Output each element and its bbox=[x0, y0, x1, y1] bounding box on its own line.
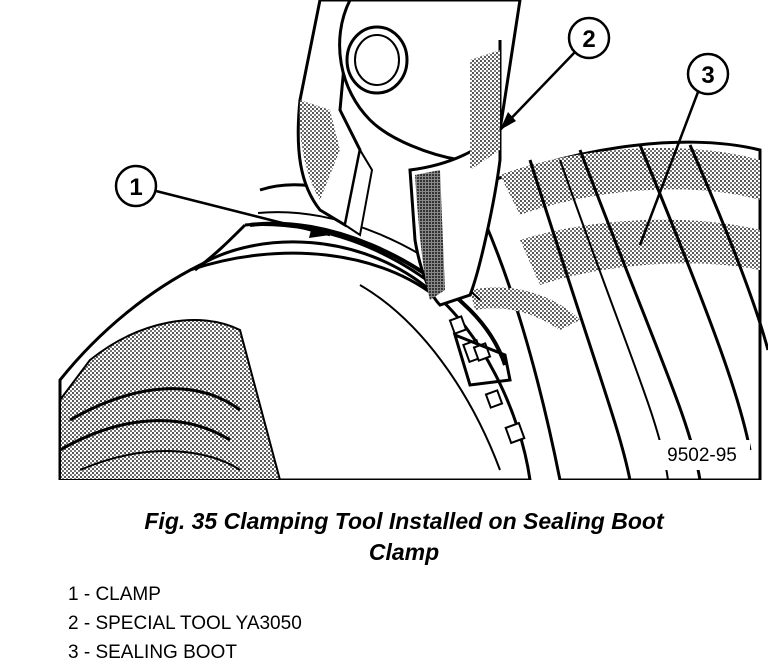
caption-line-2: Clamp bbox=[368, 539, 440, 565]
legend-list: 1 - CLAMP 2 - SPECIAL TOOL YA3050 3 - SE… bbox=[68, 580, 302, 667]
callout-2: 2 bbox=[499, 16, 611, 131]
figure-id-label: 9502-95 bbox=[667, 445, 737, 466]
caption-line-1: Fig. 35 Clamping Tool Installed on Seali… bbox=[144, 508, 664, 534]
callout-1-label: 1 bbox=[129, 174, 142, 201]
special-tool-drawing bbox=[296, 0, 522, 307]
callout-1: 1 bbox=[114, 164, 331, 238]
callout-3-label: 3 bbox=[701, 62, 714, 89]
legend-item: 3 - SEALING BOOT bbox=[68, 642, 237, 663]
legend-item: 2 - SPECIAL TOOL YA3050 bbox=[68, 613, 302, 634]
callout-3: 3 bbox=[638, 52, 730, 246]
illustration: 1 2 3 9502-95 bbox=[58, 0, 768, 480]
legend-item: 1 - CLAMP bbox=[68, 584, 161, 605]
callout-2-label: 2 bbox=[582, 26, 595, 53]
sealing-boot-drawing bbox=[467, 140, 768, 480]
figure-caption: Fig. 35 Clamping Tool Installed on Seali… bbox=[60, 506, 748, 568]
housing-drawing bbox=[58, 183, 532, 480]
